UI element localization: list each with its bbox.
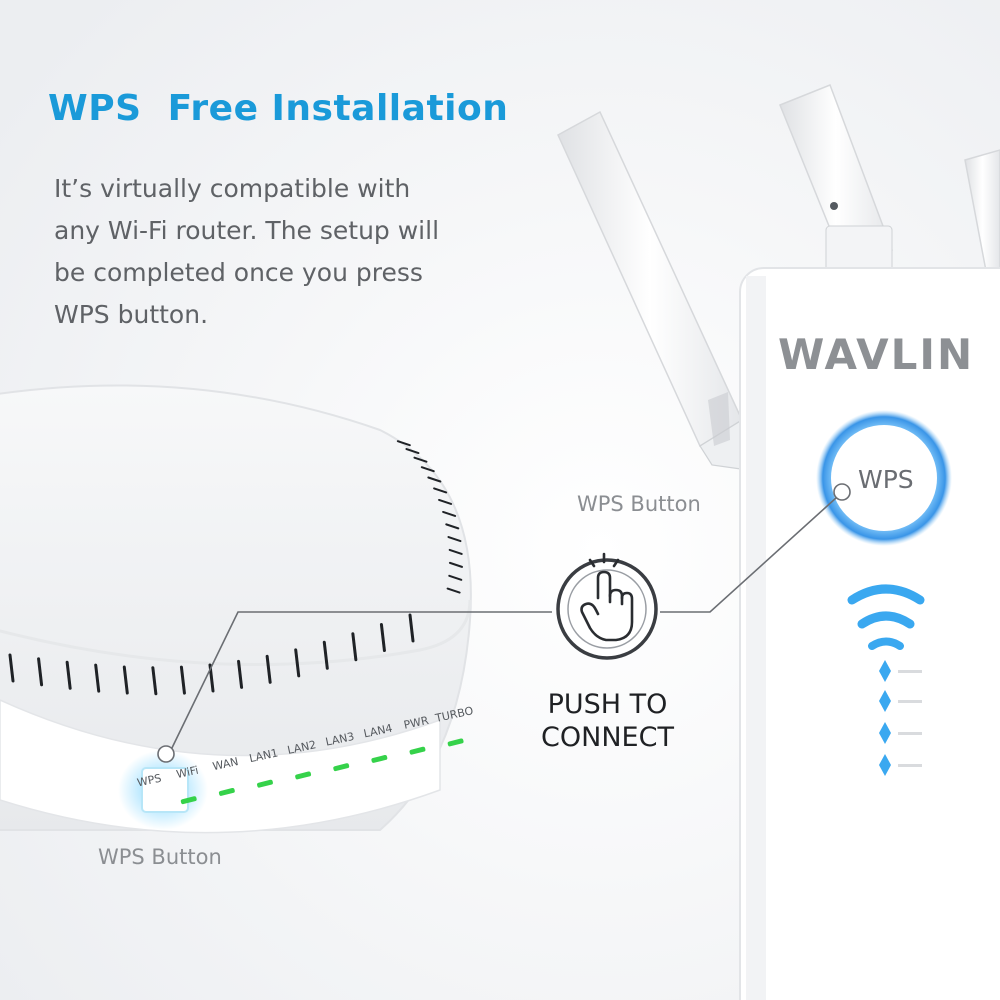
- router-led: [295, 771, 312, 780]
- push-to-connect-label: PUSH TO CONNECT: [520, 688, 695, 754]
- port-label: LAN1: [248, 746, 279, 765]
- vent-slot: [405, 448, 420, 455]
- vent-slot: [448, 574, 463, 581]
- callout-lines: [157, 483, 851, 763]
- vent-slot: [294, 648, 301, 678]
- push-icon-circle: [556, 558, 658, 660]
- heading-free-installation: Free Installation: [167, 88, 509, 129]
- description: It’s virtually compatible with any Wi-Fi…: [54, 168, 524, 336]
- description-line: It’s virtually compatible with: [54, 174, 411, 203]
- vent-slot: [94, 663, 101, 693]
- vent-slot: [427, 476, 442, 483]
- description-line: WPS button.: [54, 300, 209, 329]
- extender-wps-label: WPS: [858, 465, 914, 494]
- router-led: [333, 763, 350, 772]
- vent-slot: [408, 613, 415, 643]
- push-line-2: CONNECT: [541, 722, 674, 753]
- vent-slot: [442, 510, 457, 517]
- vent-slot: [379, 623, 386, 653]
- router-leds: [180, 738, 464, 805]
- vent-slot: [179, 665, 186, 695]
- router-led: [180, 796, 197, 805]
- vent-slot: [322, 640, 329, 670]
- port-label: LAN2: [286, 738, 317, 757]
- page-heading: WPS Free Installation: [48, 88, 508, 129]
- port-label: WAN: [211, 755, 239, 773]
- vent-slot: [8, 653, 15, 683]
- wifi-signal-icon: [847, 584, 925, 650]
- router-led: [257, 779, 273, 788]
- port-label: LAN4: [362, 722, 393, 741]
- description-line: any Wi-Fi router. The setup will: [54, 216, 440, 245]
- extender-brand-logo: WAVLIN: [778, 330, 975, 379]
- vent-slot: [448, 548, 463, 555]
- router-body: [0, 384, 472, 834]
- port-label: WPS: [136, 772, 163, 790]
- vent-slot: [237, 659, 244, 689]
- router-led: [218, 787, 235, 796]
- port-label: WiFi: [175, 764, 199, 781]
- vent-slot: [438, 498, 453, 505]
- heading-wps: WPS: [48, 88, 142, 129]
- vent-slot: [447, 536, 462, 543]
- extender-wps-callout: WPS Button: [577, 492, 701, 516]
- port-label: PWR: [402, 714, 430, 732]
- vent-slot: [433, 487, 448, 494]
- vent-slot: [448, 561, 463, 568]
- push-line-1: PUSH TO: [547, 689, 668, 720]
- router-vent-slots: [8, 440, 463, 696]
- router-wps-callout: WPS Button: [98, 845, 222, 869]
- hand-pointer-touch-icon: [580, 552, 634, 642]
- vent-slot: [396, 440, 411, 447]
- vent-slot: [151, 666, 158, 696]
- vent-slot: [445, 523, 460, 530]
- vent-slot: [122, 665, 129, 695]
- port-label: LAN3: [324, 730, 355, 749]
- vent-slot: [413, 456, 428, 463]
- vent-slot: [265, 654, 272, 684]
- vent-slot: [420, 466, 435, 473]
- router-wps-button[interactable]: [118, 750, 208, 830]
- vent-slot: [65, 660, 72, 690]
- vent-slot: [37, 657, 44, 687]
- vent-slot: [351, 632, 358, 662]
- router-led: [409, 746, 426, 755]
- extender-wps-ring[interactable]: [816, 410, 952, 546]
- description-line: be completed once you press: [54, 258, 423, 287]
- extender-antenna-right: [779, 84, 1000, 293]
- router-led: [371, 754, 388, 763]
- vent-slot: [446, 587, 461, 594]
- router-led: [447, 738, 464, 747]
- extender-status-leds: [879, 660, 922, 776]
